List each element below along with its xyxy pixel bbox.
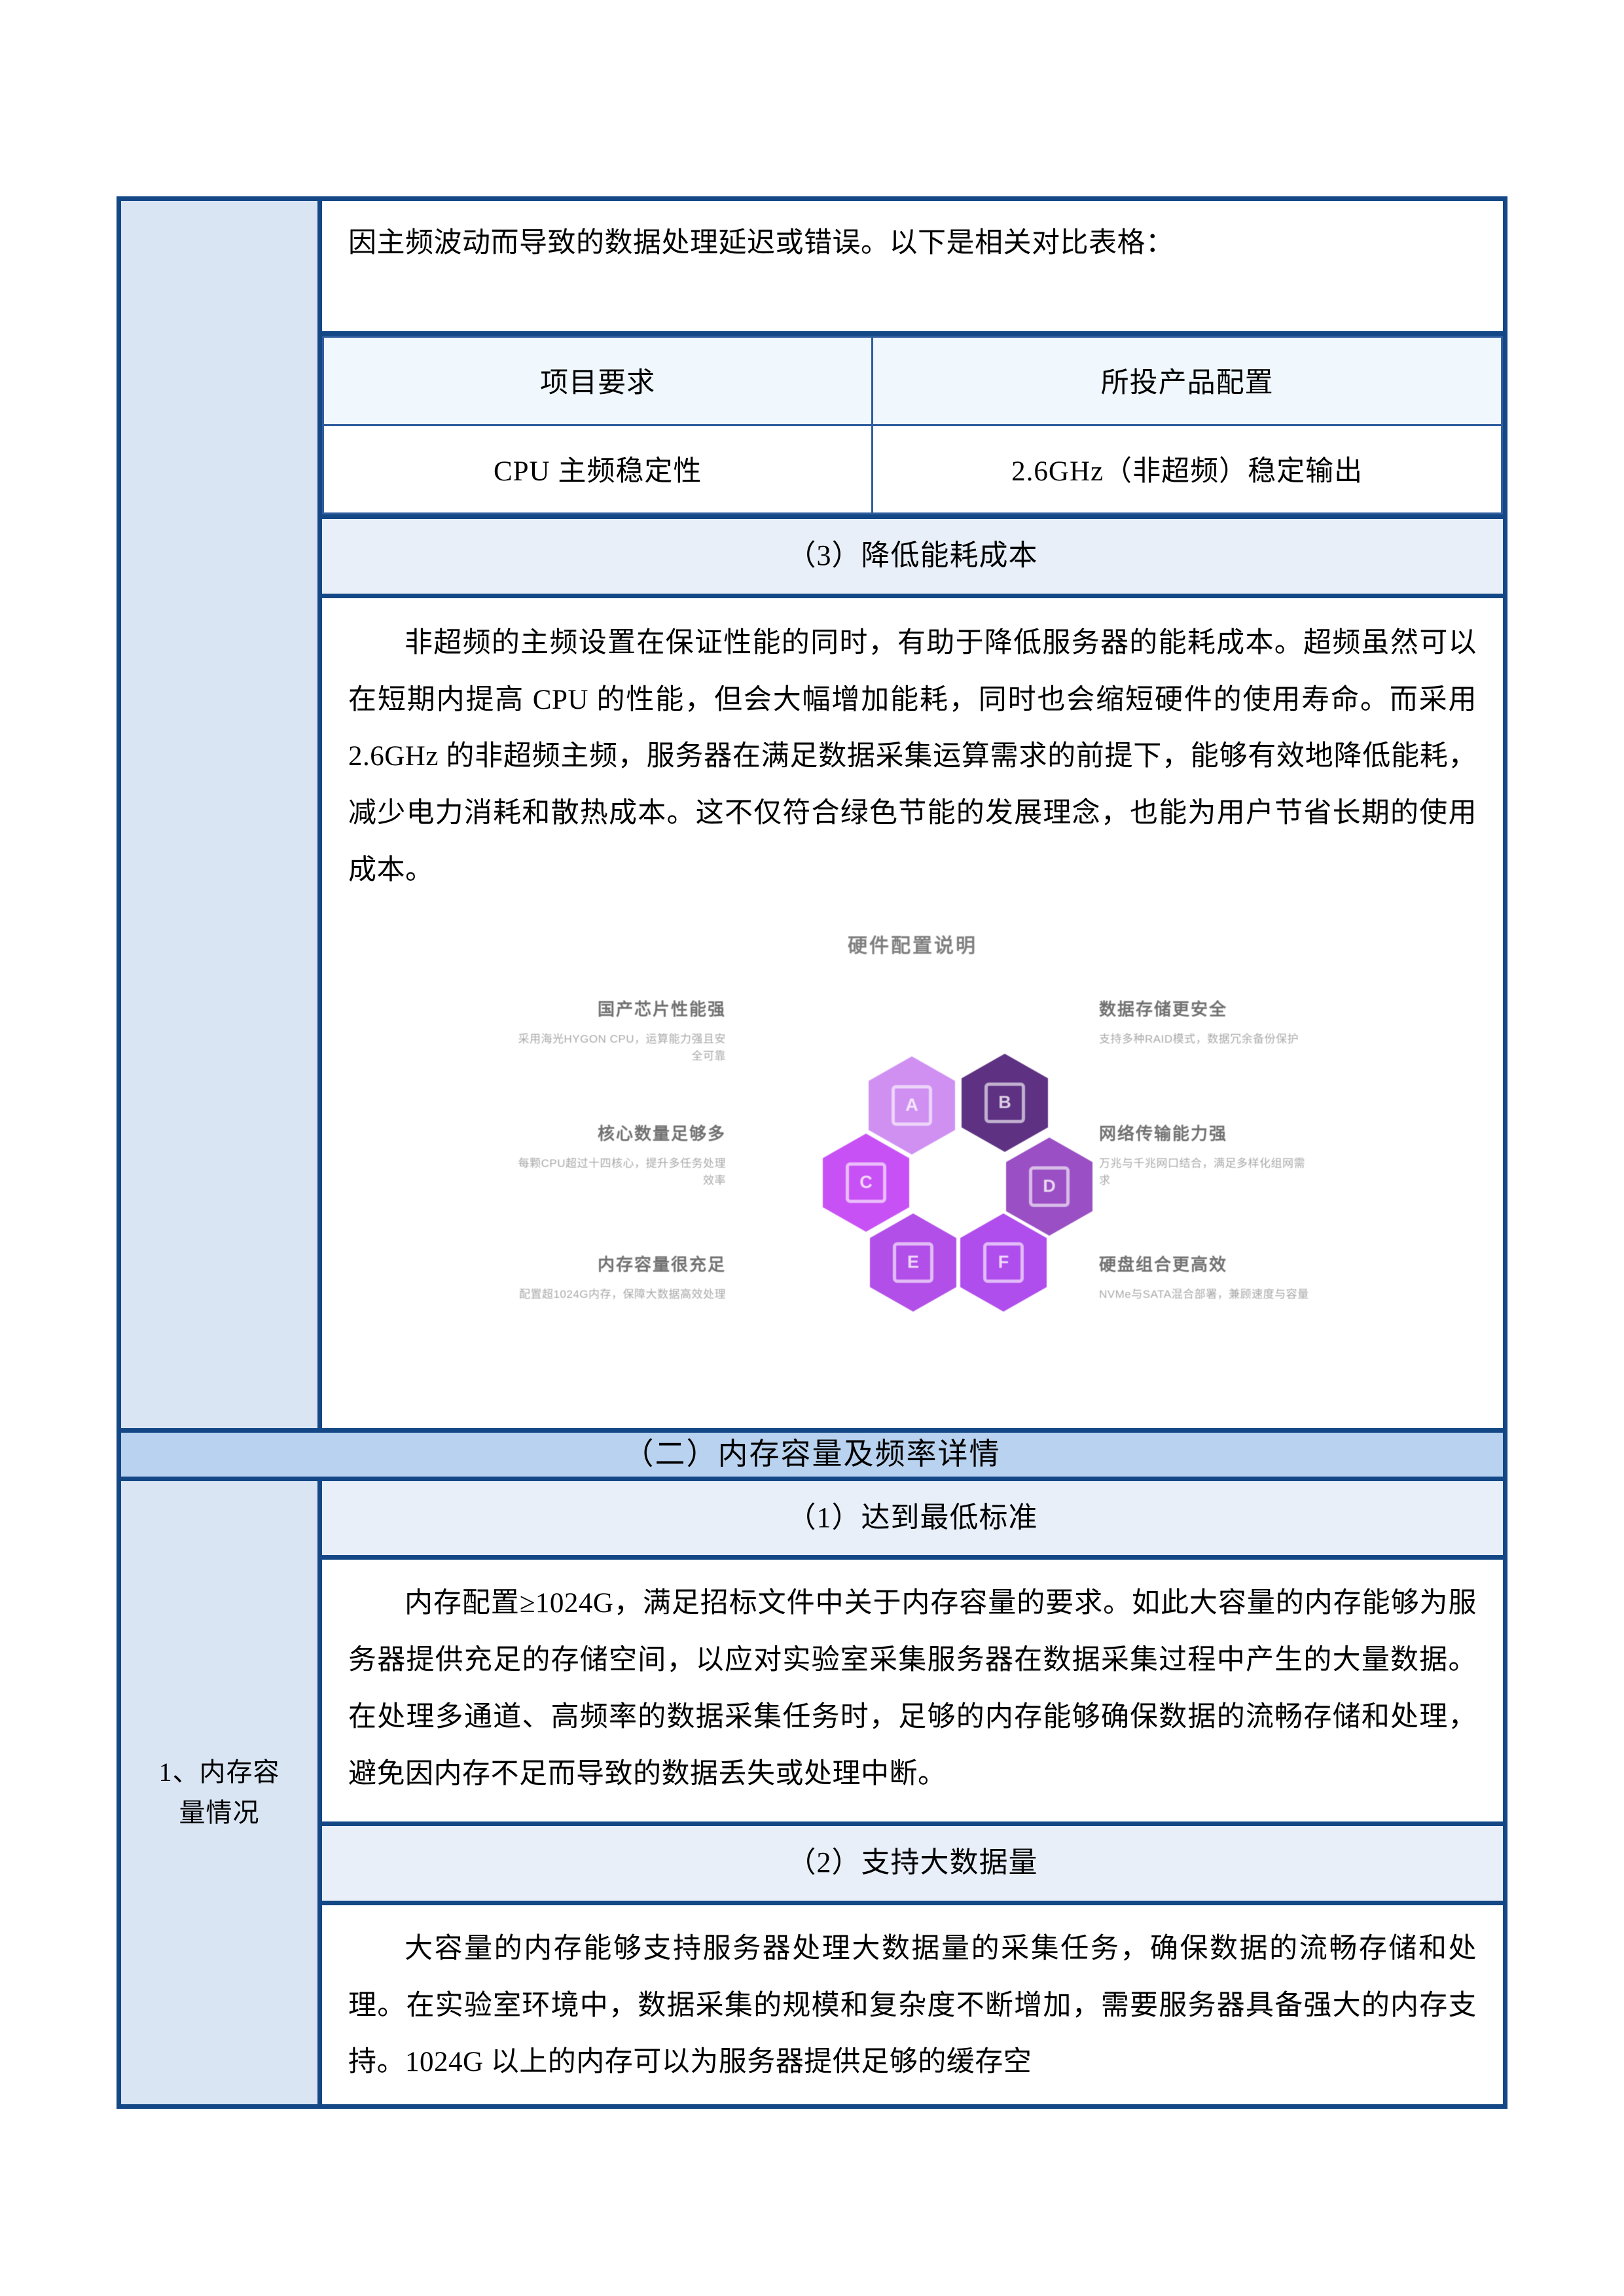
intro-paragraph-text: 因主频波动而导致的数据处理延迟或错误。以下是相关对比表格： (348, 228, 1174, 259)
row-label-memory-line-1: 1、内存容 (158, 1757, 280, 1787)
row-label-memory-capacity: 1、内存容 量情况 (117, 1476, 322, 2109)
infographic-label-f-title: 硬盘组合更高效 (1099, 1254, 1228, 1274)
hexagon-badge-c-icon: C (846, 1162, 886, 1203)
comparison-table-wrapper: 项目要求 所投产品配置 CPU 主频稳定性 2.6GHz（非超频）稳定输出 (321, 335, 1503, 514)
hexagon-badge-e-icon: E (893, 1242, 933, 1283)
row-label-memory-line-2: 量情况 (179, 1797, 260, 1827)
comparison-table: 项目要求 所投产品配置 CPU 主频稳定性 2.6GHz（非超频）稳定输出 (321, 335, 1503, 514)
memory-sub-1-body-cell: 内存配置≥1024G，满足招标文件中关于内存容量的要求。如此大容量的内存能够为服… (322, 1560, 1503, 1826)
infographic-label-e-desc: 配置超1024G内存，保障大数据高效处理 (518, 1287, 726, 1300)
infographic-hexagon-e: E (870, 1213, 956, 1312)
subheading-reduce-power-cost: （3）降低能耗成本 (322, 514, 1503, 598)
infographic-hexagon-c: C (823, 1133, 909, 1232)
comparison-header-row: 项目要求 所投产品配置 (321, 335, 1503, 426)
infographic-label-f: 硬盘组合更高效 NVMe与SATA混合部署，兼顾速度与容量 (1099, 1251, 1315, 1303)
hexagon-badge-f-icon: F (983, 1242, 1024, 1283)
infographic-title: 硬件配置说明 (848, 935, 977, 957)
infographic-label-b: 数据存储更安全 支持多种RAID模式，数据冗余备份保护 (1099, 996, 1315, 1048)
intro-paragraph-cell: 因主频波动而导致的数据处理延迟或错误。以下是相关对比表格： (322, 201, 1503, 336)
infographic-label-c: 核心数量足够多 每颗CPU超过十四核心，提升多任务处理效率 (510, 1121, 726, 1190)
hardware-config-infographic: 硬件配置说明 国产芯片性能强 采用海光HYGON CPU，运算能力强且安全可靠 … (503, 917, 1322, 1415)
infographic-label-e-title: 内存容量很充足 (597, 1254, 726, 1274)
infographic-hexagon-f: F (960, 1213, 1047, 1312)
infographic-hexagon-d: D (1006, 1137, 1092, 1236)
memory-sub-1-body-text: 内存配置≥1024G，满足招标文件中关于内存容量的要求。如此大容量的内存能够为服… (348, 1588, 1477, 1790)
comparison-cell-requirement: CPU 主频稳定性 (321, 423, 874, 514)
main-document-table: 因主频波动而导致的数据处理延迟或错误。以下是相关对比表格： 项目要求 所投产品配… (117, 196, 1507, 2109)
infographic-label-d-title: 网络传输能力强 (1099, 1123, 1228, 1143)
comparison-header-requirement: 项目要求 (321, 335, 874, 426)
infographic-label-f-desc: NVMe与SATA混合部署，兼顾速度与容量 (1099, 1287, 1309, 1300)
infographic-label-c-title: 核心数量足够多 (597, 1123, 726, 1143)
infographic-hexagon-a: A (869, 1056, 955, 1155)
table-row: 1、内存容 量情况 （1）达到最低标准 内存配置≥1024G，满足招标文件中关于… (117, 1476, 1507, 2109)
infographic-label-c-desc: 每颗CPU超过十四核心，提升多任务处理效率 (518, 1157, 726, 1187)
infographic-label-d: 网络传输能力强 万兆与千兆网口结合，满足多样化组网需求 (1099, 1121, 1315, 1190)
hexagon-badge-b-icon: B (984, 1082, 1025, 1123)
subheading-support-big-data: （2）支持大数据量 (322, 1825, 1503, 1905)
hexagon-badge-a-icon: A (892, 1085, 932, 1126)
infographic-label-e: 内存容量很充足 配置超1024G内存，保障大数据高效处理 (510, 1251, 726, 1303)
cpu-content-stack: 因主频波动而导致的数据处理延迟或错误。以下是相关对比表格： 项目要求 所投产品配… (317, 196, 1507, 1433)
memory-content-stack: （1）达到最低标准 内存配置≥1024G，满足招标文件中关于内存容量的要求。如此… (317, 1476, 1507, 2109)
infographic-label-a-title: 国产芯片性能强 (597, 999, 726, 1019)
memory-sub-2-body-text: 大容量的内存能够支持服务器处理大数据量的采集任务，确保数据的流畅存储和处理。在实… (348, 1933, 1477, 2078)
infographic-hexagon-b: B (962, 1053, 1048, 1152)
infographic-label-a: 国产芯片性能强 采用海光HYGON CPU，运算能力强且安全可靠 (510, 996, 726, 1066)
hexagon-badge-d-icon: D (1029, 1166, 1070, 1207)
subsection-3-body-cell: 非超频的主频设置在保证性能的同时，有助于降低服务器的能耗成本。超频虽然可以在短期… (322, 598, 1503, 1428)
table-row: （二）内存容量及频率详情 (117, 1427, 1507, 1481)
subsection-3-body-text: 非超频的主频设置在保证性能的同时，有助于降低服务器的能耗成本。超频虽然可以在短期… (348, 627, 1477, 886)
memory-sub-2-body-cell: 大容量的内存能够支持服务器处理大数据量的采集任务，确保数据的流畅存储和处理。在实… (322, 1905, 1503, 2105)
infographic-label-b-title: 数据存储更安全 (1099, 999, 1228, 1019)
comparison-cell-product: 2.6GHz（非超频）稳定输出 (871, 423, 1503, 514)
comparison-header-product: 所投产品配置 (871, 335, 1503, 426)
subheading-minimum-standard: （1）达到最低标准 (322, 1480, 1503, 1560)
row-label-cpu-continued (117, 196, 322, 1433)
infographic-label-b-desc: 支持多种RAID模式，数据冗余备份保护 (1099, 1032, 1299, 1045)
section-banner-memory: （二）内存容量及频率详情 (117, 1427, 1507, 1481)
comparison-data-row: CPU 主频稳定性 2.6GHz（非超频）稳定输出 (321, 423, 1503, 514)
infographic-label-a-desc: 采用海光HYGON CPU，运算能力强且安全可靠 (518, 1032, 726, 1063)
infographic-label-d-desc: 万兆与千兆网口结合，满足多样化组网需求 (1099, 1157, 1305, 1187)
table-row: 因主频波动而导致的数据处理延迟或错误。以下是相关对比表格： 项目要求 所投产品配… (117, 196, 1507, 1433)
